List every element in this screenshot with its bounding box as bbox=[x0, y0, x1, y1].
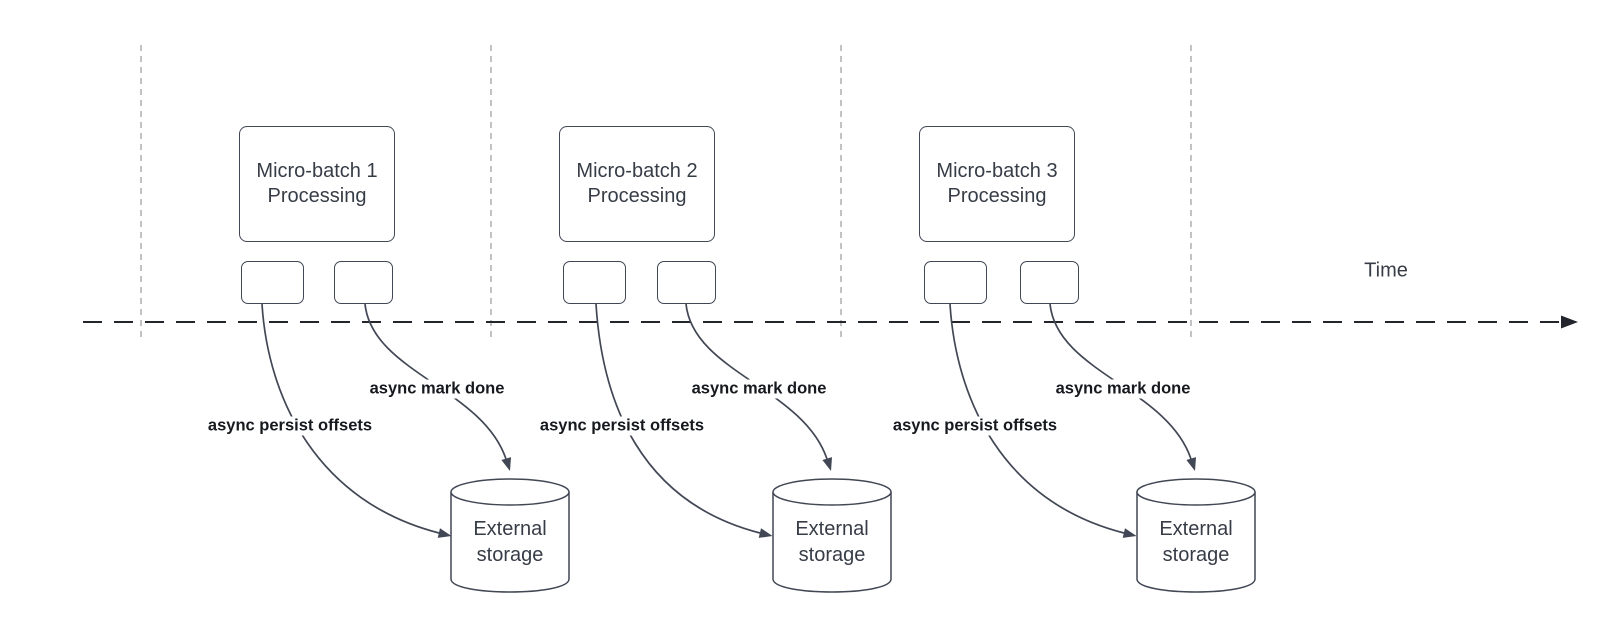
micro-batch-label-3: Micro-batch 3 Processing bbox=[936, 160, 1058, 207]
storage-cylinder-1 bbox=[450, 478, 570, 593]
cylinder-lid bbox=[772, 478, 892, 506]
persist-offsets-arrowhead-icon-2 bbox=[758, 528, 773, 538]
storage-label-1: External storage bbox=[473, 518, 547, 566]
cylinder-lid bbox=[1136, 478, 1256, 506]
offset-chip-1 bbox=[241, 261, 304, 304]
time-axis-label: Time bbox=[1364, 259, 1408, 282]
persist-offsets-label-1: async persist offsets bbox=[204, 416, 376, 436]
persist-offsets-arrow-1 bbox=[261, 303, 440, 534]
mark-done-label-2: async mark done bbox=[688, 379, 830, 399]
done-chip-2 bbox=[657, 261, 716, 304]
persist-offsets-label-2: async persist offsets bbox=[536, 416, 708, 436]
persist-offsets-arrow-3 bbox=[949, 303, 1125, 534]
offset-chip-2 bbox=[563, 261, 626, 304]
micro-batch-box-2: Micro-batch 2 Processing bbox=[559, 126, 715, 242]
persist-offsets-arrowhead-icon-3 bbox=[1122, 528, 1137, 538]
storage-cylinder-2 bbox=[772, 478, 892, 593]
storage-label-2: External storage bbox=[795, 518, 869, 566]
micro-batch-box-3: Micro-batch 3 Processing bbox=[919, 126, 1075, 242]
micro-batch-label-2: Micro-batch 2 Processing bbox=[576, 160, 698, 207]
micro-batch-box-1: Micro-batch 1 Processing bbox=[239, 126, 395, 242]
persist-offsets-label-3: async persist offsets bbox=[889, 416, 1061, 436]
mark-done-label-3: async mark done bbox=[1052, 379, 1194, 399]
persist-offsets-arrowhead-icon-1 bbox=[437, 528, 452, 538]
cylinder-body bbox=[772, 492, 892, 593]
done-chip-3 bbox=[1020, 261, 1079, 304]
mark-done-arrowhead-icon-2 bbox=[822, 457, 832, 471]
offset-chip-3 bbox=[924, 261, 987, 304]
storage-label-3: External storage bbox=[1159, 518, 1233, 566]
storage-cylinder-3 bbox=[1136, 478, 1256, 593]
done-chip-1 bbox=[334, 261, 393, 304]
micro-batch-label-1: Micro-batch 1 Processing bbox=[256, 160, 378, 207]
persist-offsets-arrow-2 bbox=[595, 303, 761, 534]
mark-done-label-1: async mark done bbox=[366, 379, 508, 399]
mark-done-arrowhead-icon-3 bbox=[1186, 457, 1196, 471]
cylinder-body bbox=[450, 492, 570, 593]
cylinder-body bbox=[1136, 492, 1256, 593]
mark-done-arrowhead-icon-1 bbox=[501, 457, 511, 471]
cylinder-lid bbox=[450, 478, 570, 506]
time-axis-arrowhead-icon bbox=[1561, 315, 1578, 329]
